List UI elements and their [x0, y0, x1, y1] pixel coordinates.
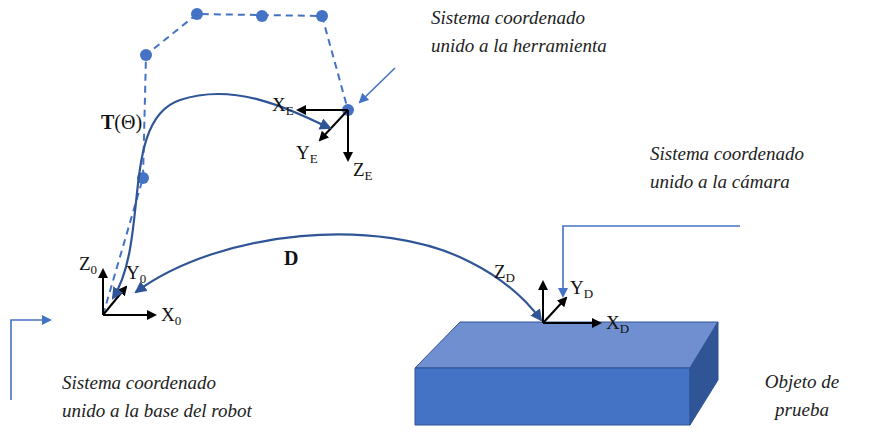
axis-label: XD — [606, 313, 629, 335]
axis-label: ZD — [494, 262, 515, 284]
transform-curve — [136, 234, 541, 320]
axis-label: ZE — [353, 160, 373, 182]
transform-label: T(Θ) — [101, 112, 142, 132]
callout-text: Sistema coordenado unido a la cámara — [650, 140, 804, 196]
test-object — [415, 322, 718, 425]
test-object: Objeto de prueba — [412, 318, 862, 443]
axis-label: YE — [296, 143, 318, 165]
transform-curve — [113, 94, 330, 298]
axis-label: Y0 — [126, 263, 146, 285]
robot-links — [103, 14, 348, 315]
callout-text: Sistema coordenado unido a la herramient… — [431, 4, 607, 60]
callout-leader — [11, 68, 740, 400]
axis-label: X0 — [161, 305, 181, 327]
object-label: Objeto de prueba — [747, 368, 857, 424]
transform-label: D — [284, 248, 298, 268]
callout-text: Sistema coordenado unido a la base del r… — [62, 369, 252, 425]
axis-label: XE — [272, 95, 294, 117]
axis-label: YD — [570, 278, 593, 300]
axis-label: Z0 — [79, 254, 97, 276]
